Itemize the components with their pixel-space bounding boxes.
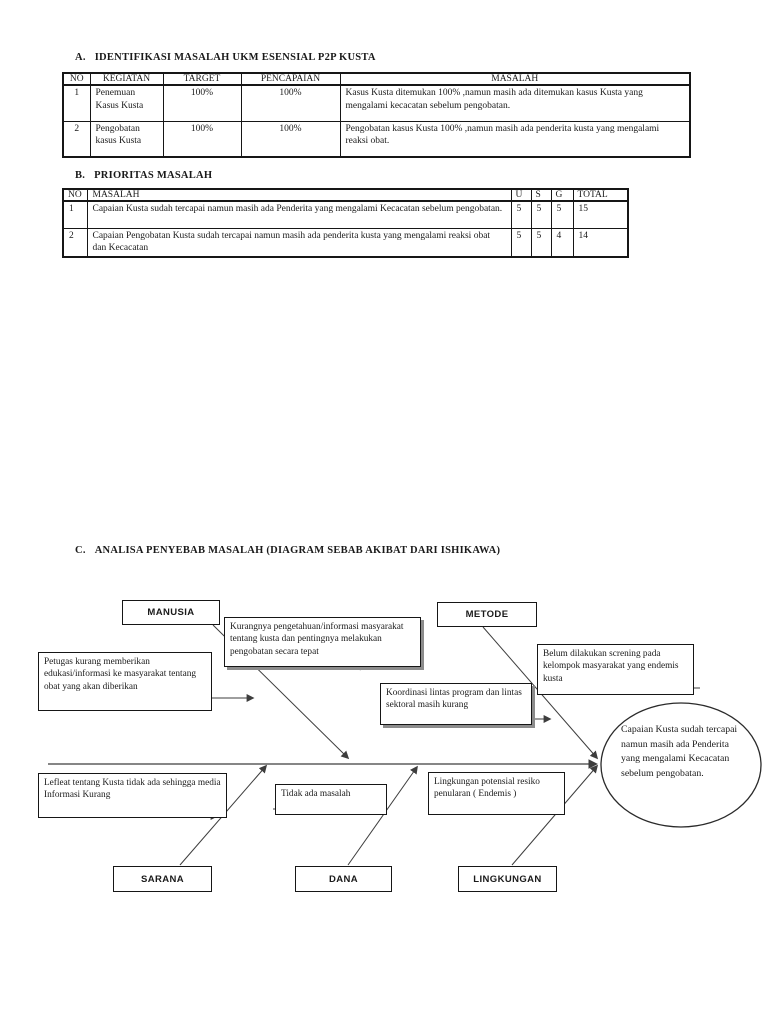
section-a-label: A. — [75, 52, 86, 63]
table-row: 2 Pengobatan kasus Kusta 100% 100% Pengo… — [62, 120, 691, 158]
cell-masalah: Capaian Pengobatan Kusta sudah tercapai … — [86, 227, 512, 258]
category-box-dana: DANA — [295, 866, 392, 892]
section-a-heading: A. IDENTIFIKASI MASALAH UKM ESENSIAL P2P… — [75, 52, 376, 63]
cell-u: 5 — [510, 227, 532, 258]
cell-s: 5 — [530, 227, 552, 258]
cause-box-pengetahuan: Kurangnya pengetahuan/informasi masyarak… — [224, 617, 421, 667]
section-b-label: B. — [75, 170, 86, 181]
table-header-row: NO KEGIATAN TARGET PENCAPAIAN MASALAH — [62, 72, 691, 86]
table-header-row: NO MASALAH U S G TOTAL — [62, 188, 629, 202]
category-box-manusia: MANUSIA — [122, 600, 220, 625]
col-total: TOTAL — [572, 188, 629, 202]
section-b-title: PRIORITAS MASALAH — [94, 170, 213, 181]
col-u: U — [510, 188, 532, 202]
cell-masalah: Capaian Kusta sudah tercapai namun masih… — [86, 200, 512, 229]
cause-text: Lefleat tentang Kusta tidak ada sehingga… — [44, 778, 221, 801]
cause-text: Belum dilakukan screning pada kelompok m… — [543, 649, 679, 684]
section-c-heading: C. ANALISA PENYEBAB MASALAH (DIAGRAM SEB… — [75, 545, 500, 556]
prioritas-table: NO MASALAH U S G TOTAL 1 Capaian Kusta s… — [62, 188, 629, 259]
cell-no: 1 — [62, 84, 91, 122]
effect-ellipse — [600, 702, 762, 828]
cause-text: Lingkungan potensial resiko penularan ( … — [434, 777, 540, 800]
cell-masalah: Kasus Kusta ditemukan 100% ,namun masih … — [339, 84, 691, 122]
cause-text: Koordinasi lintas program dan lintas sek… — [386, 688, 522, 711]
cell-kegiatan: Pengobatan kasus Kusta — [89, 120, 164, 158]
cause-box-tidak-ada-masalah: Tidak ada masalah — [275, 784, 387, 815]
identifikasi-table: NO KEGIATAN TARGET PENCAPAIAN MASALAH 1 … — [62, 72, 691, 158]
cell-pencapaian: 100% — [240, 84, 341, 122]
col-g: G — [550, 188, 574, 202]
cause-text: Tidak ada masalah — [281, 789, 351, 799]
category-label: SARANA — [140, 873, 185, 885]
effect-statement: Capaian Kusta sudah tercapai namun masih… — [621, 724, 738, 780]
cause-box-screning: Belum dilakukan screning pada kelompok m… — [537, 644, 694, 695]
category-box-lingkungan: LINGKUNGAN — [458, 866, 557, 892]
dana-bone — [347, 765, 418, 866]
cell-no: 2 — [62, 227, 88, 258]
table-row: 2 Capaian Pengobatan Kusta sudah tercapa… — [62, 227, 629, 258]
cell-kegiatan: Penemuan Kasus Kusta — [89, 84, 164, 122]
section-b-heading: B. PRIORITAS MASALAH — [75, 170, 212, 181]
section-c-title: ANALISA PENYEBAB MASALAH (DIAGRAM SEBAB … — [94, 545, 501, 556]
table-row: 1 Capaian Kusta sudah tercapai namun mas… — [62, 200, 629, 229]
category-box-sarana: SARANA — [113, 866, 212, 892]
cause-text: Kurangnya pengetahuan/informasi masyarak… — [230, 622, 404, 657]
category-label: DANA — [328, 873, 359, 885]
cell-masalah: Pengobatan kasus Kusta 100% ,namun masih… — [339, 120, 691, 158]
cell-total: 14 — [572, 227, 629, 258]
category-label: LINGKUNGAN — [473, 873, 542, 885]
section-a-title: IDENTIFIKASI MASALAH UKM ESENSIAL P2P KU… — [94, 52, 376, 63]
category-box-metode: METODE — [437, 602, 537, 627]
table-row: 1 Penemuan Kasus Kusta 100% 100% Kasus K… — [62, 84, 691, 122]
cause-box-petugas: Petugas kurang memberikan edukasi/inform… — [38, 652, 212, 711]
cell-pencapaian: 100% — [240, 120, 341, 158]
cell-no: 1 — [62, 200, 88, 229]
cause-box-lefleat: Lefleat tentang Kusta tidak ada sehingga… — [38, 773, 227, 818]
category-label: METODE — [465, 609, 509, 620]
col-masalah: MASALAH — [339, 72, 691, 86]
lingkungan-bone — [511, 764, 599, 866]
col-target: TARGET — [162, 72, 242, 86]
cause-box-koordinasi: Koordinasi lintas program dan lintas sek… — [380, 683, 532, 725]
cause-text: Petugas kurang memberikan edukasi/inform… — [44, 657, 197, 692]
cause-box-lingkungan-potensial: Lingkungan potensial resiko penularan ( … — [428, 772, 565, 815]
category-label: MANUSIA — [147, 607, 195, 618]
section-c-label: C. — [75, 545, 86, 556]
cell-target: 100% — [162, 120, 242, 158]
col-kegiatan: KEGIATAN — [89, 72, 164, 86]
